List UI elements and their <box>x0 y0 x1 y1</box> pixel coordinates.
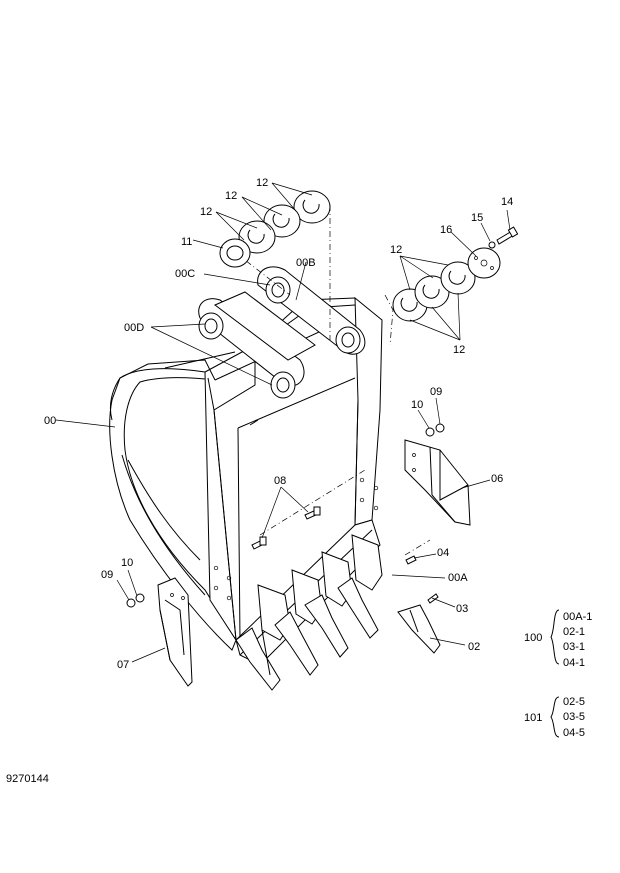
bolt-14 <box>488 226 519 249</box>
label-00C: 00C <box>175 268 195 280</box>
label-07: 07 <box>117 659 129 671</box>
nuts-washers <box>126 423 445 608</box>
label-12-c: 12 <box>200 206 212 218</box>
label-15: 15 <box>471 212 483 224</box>
shims-left <box>219 190 331 268</box>
label-04: 04 <box>437 547 449 559</box>
label-00: 00 <box>44 415 56 427</box>
group-100-label: 100 <box>524 632 542 644</box>
group-100-item-2: 02-1 <box>563 626 585 638</box>
link-brackets <box>198 266 366 399</box>
part-labels: 12 12 12 11 00C 00B 00D 00 16 15 14 12 1… <box>44 177 513 671</box>
label-09-b: 09 <box>101 569 113 581</box>
teeth-and-adapters <box>235 534 441 691</box>
shims-right <box>392 247 501 322</box>
label-08: 08 <box>274 475 286 487</box>
group-100-item-3: 03-1 <box>563 641 585 653</box>
label-00A: 00A <box>448 572 468 584</box>
label-11: 11 <box>181 236 192 248</box>
label-14: 14 <box>501 196 513 208</box>
label-10-b: 10 <box>121 557 133 569</box>
label-09-a: 09 <box>430 386 442 398</box>
label-12-e: 12 <box>453 344 465 356</box>
group-100-item-4: 04-1 <box>563 657 585 669</box>
label-02: 02 <box>468 641 480 653</box>
group-100: 100 00A-1 02-1 03-1 04-1 <box>524 609 592 669</box>
label-12-a: 12 <box>256 177 268 189</box>
label-12-d: 12 <box>390 244 402 256</box>
group-101-item-2: 03-5 <box>563 711 585 723</box>
group-101: 101 02-5 03-5 04-5 <box>524 696 585 739</box>
label-12-b: 12 <box>225 190 237 202</box>
label-06: 06 <box>491 473 503 485</box>
label-00B: 00B <box>296 257 316 269</box>
bolts-08 <box>251 506 321 550</box>
side-cutter-07 <box>157 577 193 687</box>
label-10-a: 10 <box>411 399 423 411</box>
label-03: 03 <box>456 603 468 615</box>
label-00D: 00D <box>124 322 144 334</box>
group-101-label: 101 <box>524 712 542 724</box>
group-101-item-3: 04-5 <box>563 727 585 739</box>
label-16: 16 <box>440 224 452 236</box>
group-101-item-1: 02-5 <box>563 696 585 708</box>
side-cutter-06 <box>404 439 471 526</box>
drawing-number: 9270144 <box>6 773 49 785</box>
group-100-item-1: 00A-1 <box>563 611 592 623</box>
leader-lines <box>55 182 511 663</box>
